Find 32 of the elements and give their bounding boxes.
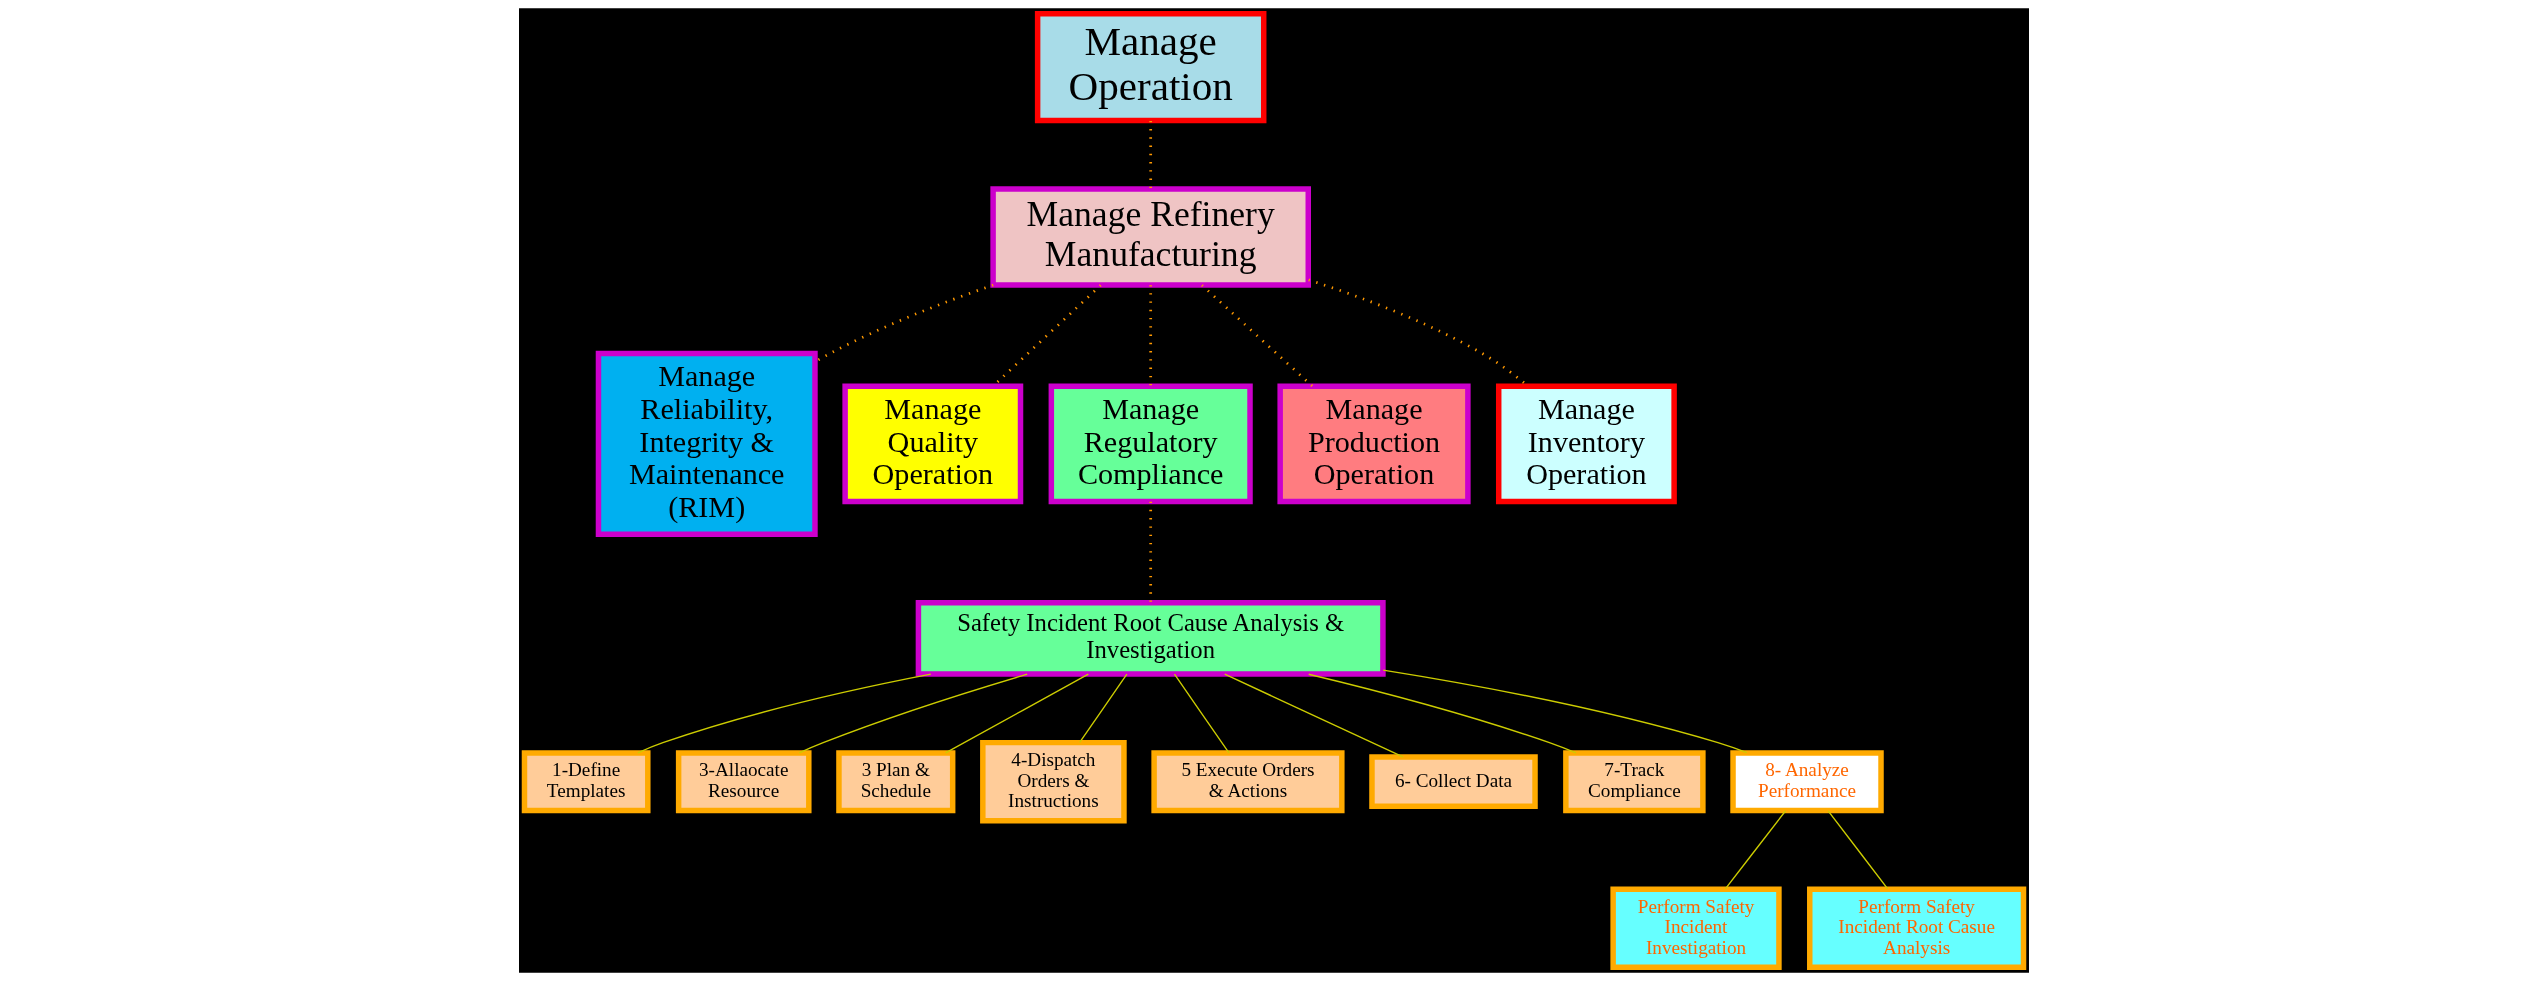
connector — [1078, 673, 1128, 744]
node-box: 7-Track Compliance — [1562, 750, 1706, 814]
connector — [1148, 120, 1152, 190]
connector — [1148, 501, 1152, 603]
node-box: Manage Reliability, Integrity & Maintenance (RIM) — [595, 350, 818, 538]
node-box: 3-Allaocate Resource — [675, 750, 812, 814]
node-box: Manage Regulatory Compliance — [1048, 383, 1253, 505]
node-box: Manage Quality Operation — [841, 383, 1023, 505]
connector — [1724, 810, 1786, 890]
connector — [1223, 673, 1404, 758]
node-box: 8- Analyze Performance — [1729, 750, 1884, 814]
node-box: Manage Operation — [1034, 10, 1266, 124]
node-box: Manage Production Operation — [1276, 383, 1471, 505]
node-box: 4-Dispatch Orders & Instructions — [979, 739, 1127, 824]
node-box: Perform Safety Incident Investigation — [1609, 886, 1782, 971]
node-box: 3 Plan & Schedule — [835, 750, 955, 814]
node-box: Safety Incident Root Cause Analysis & Investigation — [915, 600, 1386, 677]
connector — [1200, 284, 1313, 388]
node-box: 5 Execute Orders & Actions — [1150, 750, 1345, 814]
node-box: 6- Collect Data — [1368, 754, 1538, 810]
connector — [798, 673, 1028, 754]
connector — [636, 673, 931, 754]
connector — [1148, 285, 1152, 387]
connector — [944, 673, 1089, 754]
connector — [1826, 810, 1888, 890]
node-box: Perform Safety Incident Root Casue Analysis — [1806, 886, 2026, 971]
connector — [1173, 673, 1230, 754]
node-box: 1-Define Templates — [521, 750, 651, 814]
connector — [1307, 673, 1577, 754]
connector — [1382, 669, 1747, 754]
node-box: Manage Refinery Manufacturing — [989, 186, 1311, 288]
node-box: Manage Inventory Operation — [1495, 383, 1677, 505]
